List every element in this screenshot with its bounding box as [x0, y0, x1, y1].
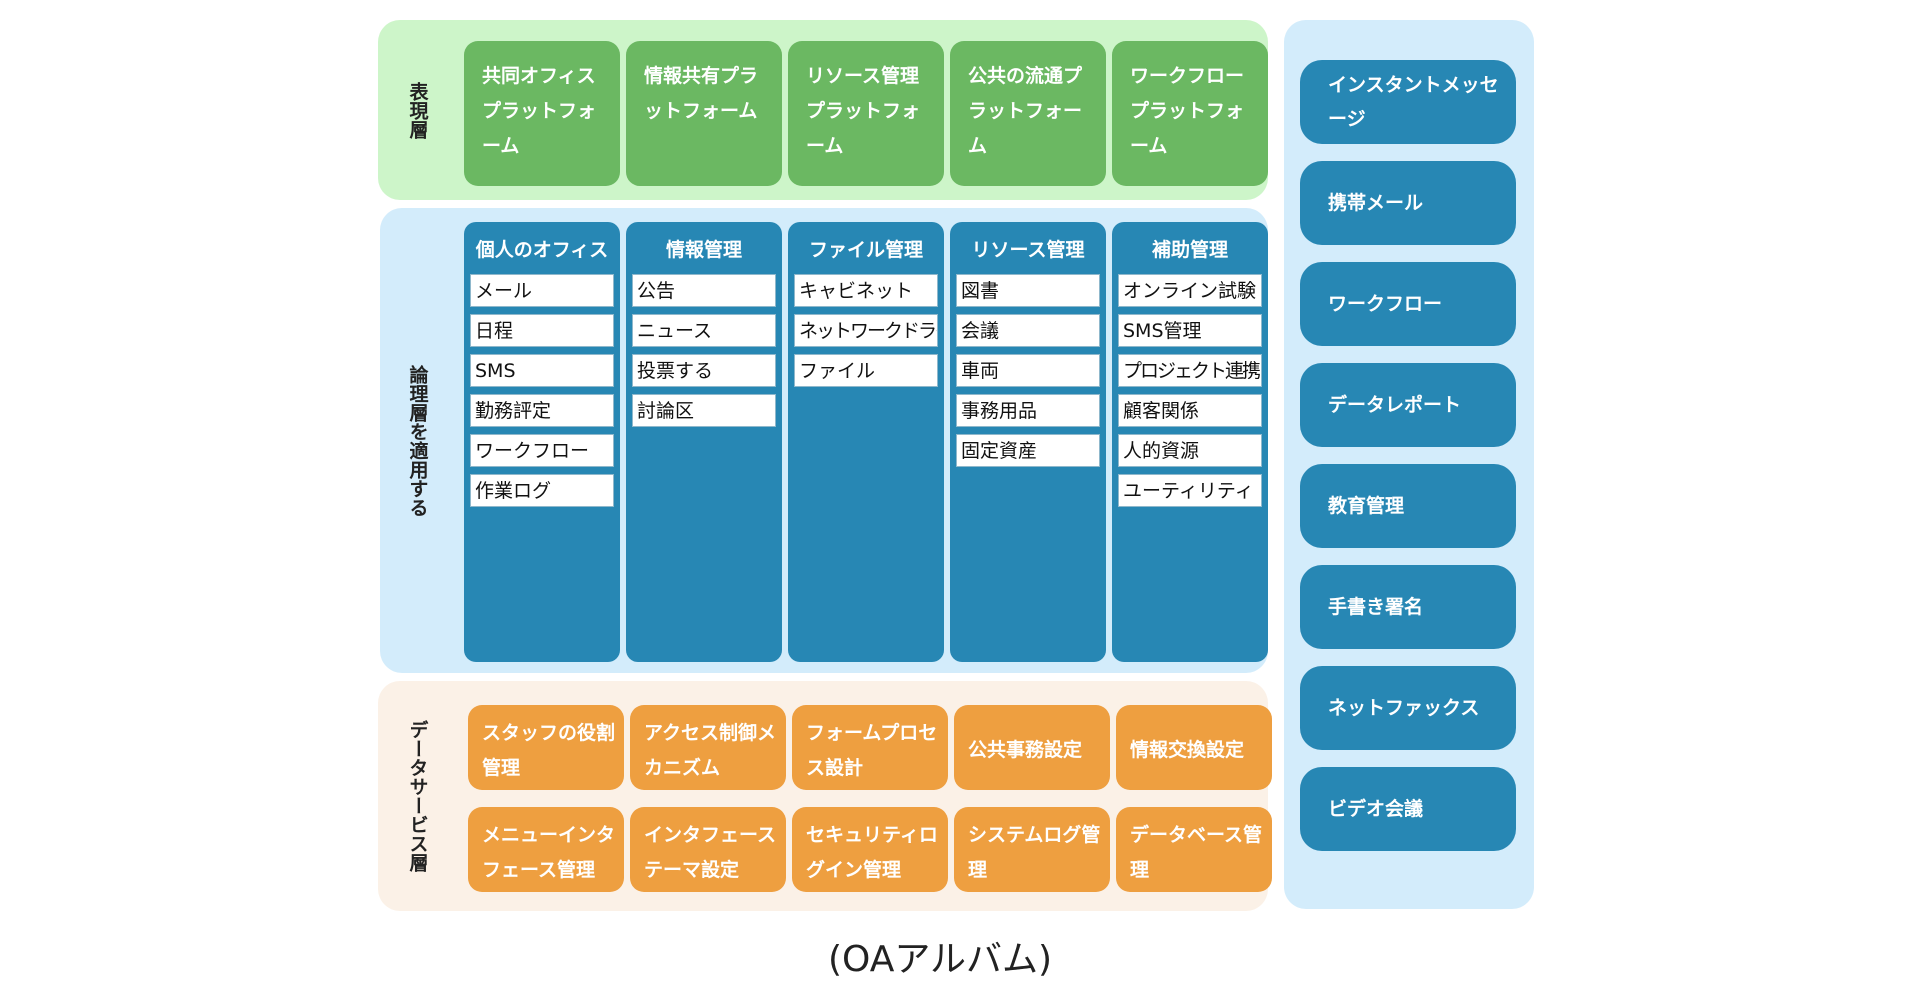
logic-item: 作業ログ: [470, 474, 614, 507]
diagram-caption: (OAアルバム): [827, 939, 1053, 980]
logic-column-title: 情報管理: [665, 238, 742, 261]
logic-item: ユーティリティ: [1118, 474, 1262, 507]
data-service-layer-label: データサービス層: [406, 720, 429, 872]
logic-item: ワークフロー: [470, 434, 614, 467]
data-service-item: アクセス制御メカニズム: [630, 705, 786, 790]
presentation-item: 公共の流通プラットフォーム: [950, 41, 1106, 186]
data-service-item: フォームプロセス設計: [792, 705, 948, 790]
presentation-item: 情報共有プラットフォーム: [626, 41, 782, 186]
logic-column-title: リソース管理: [971, 238, 1085, 261]
side-item: ネットファックス: [1300, 666, 1516, 750]
data-service-layer: データサービス層 スタッフの役割管理 アクセス制御メカニズム フォームプロセス設…: [378, 681, 1272, 911]
logic-item: 投票する: [632, 354, 776, 387]
logic-item: ファイル: [794, 354, 938, 387]
logic-item: 人的資源: [1118, 434, 1262, 467]
logic-item: 車両: [956, 354, 1100, 387]
logic-item: ネットワークドライブ: [794, 314, 938, 347]
logic-column-title: 補助管理: [1151, 238, 1228, 261]
presentation-layer: 表現層 共同オフィスプラットフォーム 情報共有プラットフォーム リソース管理プラ…: [378, 20, 1268, 200]
logic-item: 公告: [632, 274, 776, 307]
logic-column-title: ファイル管理: [808, 238, 923, 261]
logic-item: 固定資産: [956, 434, 1100, 467]
data-service-item: スタッフの役割管理: [468, 705, 624, 790]
logic-column-file: ファイル管理 キャビネット ネットワークドライブ ファイル: [788, 222, 944, 662]
logic-item: オンライン試験: [1118, 274, 1262, 307]
side-panel: インスタントメッセージ 携帯メール ワークフロー データレポート 教育管理 手書…: [1284, 20, 1534, 909]
data-service-item: データベース管理: [1116, 807, 1272, 892]
logic-layer: 論理層を適用する 個人のオフィス メール 日程 SMS 勤務評定 ワークフロー …: [380, 208, 1268, 673]
side-item: 手書き署名: [1300, 565, 1516, 649]
side-item: データレポート: [1300, 363, 1516, 447]
data-service-item: セキュリティログイン管理: [792, 807, 948, 892]
logic-item: メール: [470, 274, 614, 307]
presentation-item: 共同オフィスプラットフォーム: [464, 41, 620, 186]
logic-item: 会議: [956, 314, 1100, 347]
side-item: 携帯メール: [1300, 161, 1516, 245]
presentation-item: リソース管理プラットフォーム: [788, 41, 944, 186]
logic-column-title: 個人のオフィス: [475, 238, 609, 261]
logic-item: 日程: [470, 314, 614, 347]
data-service-item: メニューインタフェース管理: [468, 807, 624, 892]
logic-item: 討論区: [632, 394, 776, 427]
logic-item: SMS管理: [1118, 314, 1262, 347]
logic-column-resource: リソース管理 図書 会議 車両 事務用品 固定資産: [950, 222, 1106, 662]
side-item: 教育管理: [1300, 464, 1516, 548]
presentation-layer-label: 表現層: [406, 81, 429, 139]
data-service-item: システムログ管理: [954, 807, 1110, 892]
logic-item: 事務用品: [956, 394, 1100, 427]
logic-item: SMS: [470, 354, 614, 387]
side-item: インスタントメッセージ: [1300, 60, 1516, 144]
logic-column-auxiliary: 補助管理 オンライン試験 SMS管理 プロジェクト連携 顧客関係 人的資源 ユー…: [1112, 222, 1268, 662]
logic-item: キャビネット: [794, 274, 938, 307]
logic-item: プロジェクト連携: [1118, 354, 1262, 387]
logic-layer-label: 論理層を適用する: [406, 364, 429, 517]
data-service-item: 公共事務設定: [954, 705, 1110, 790]
logic-item: 顧客関係: [1118, 394, 1262, 427]
logic-column-information: 情報管理 公告 ニュース 投票する 討論区: [626, 222, 782, 662]
logic-item: ニュース: [632, 314, 776, 347]
data-service-item: インタフェーステーマ設定: [630, 807, 786, 892]
logic-column-personal-office: 個人のオフィス メール 日程 SMS 勤務評定 ワークフロー 作業ログ: [464, 222, 620, 662]
side-item: ワークフロー: [1300, 262, 1516, 346]
logic-item: 勤務評定: [470, 394, 614, 427]
data-service-item: 情報交換設定: [1116, 705, 1272, 790]
side-item: ビデオ会議: [1300, 767, 1516, 851]
presentation-item: ワークフロープラットフォーム: [1112, 41, 1268, 186]
logic-item: 図書: [956, 274, 1100, 307]
